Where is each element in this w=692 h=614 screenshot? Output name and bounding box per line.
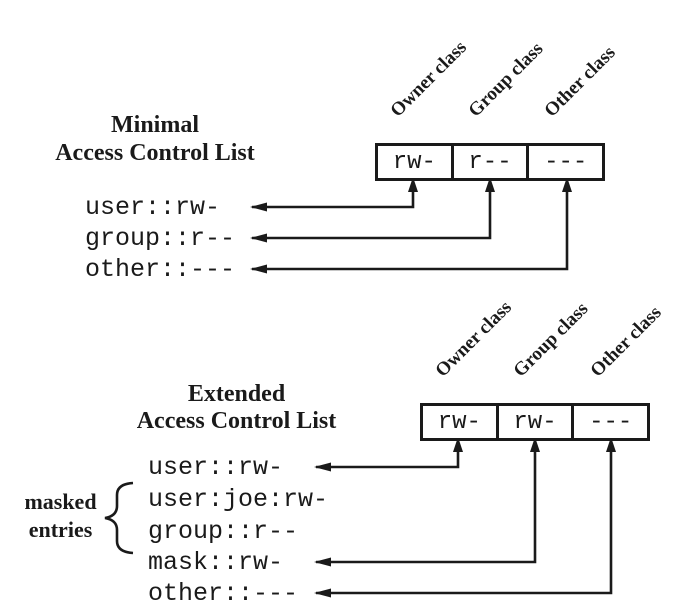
up-arrowhead-icon [530, 437, 540, 452]
minimal-owner-cell: rw- [392, 148, 436, 176]
arrow-minimal-other [250, 177, 572, 274]
extended-title-line2: Access Control List [136, 408, 337, 434]
left-arrowhead-icon [314, 588, 331, 598]
left-arrowhead-icon [314, 557, 331, 567]
arrow-extended-mask [314, 437, 540, 567]
minimal-other-cell: --- [526, 146, 602, 178]
minimal-group-cell: r-- [450, 146, 527, 178]
extended-entry-user-joe: user:joe:rw- [148, 485, 329, 514]
extended-permission-boxes: rw- rw- --- [420, 403, 650, 441]
up-arrowhead-icon [408, 177, 418, 192]
arrow-minimal-group [250, 177, 495, 243]
extended-entry-mask: mask::rw- [148, 548, 284, 577]
minimal-title-line2: Access Control List [55, 140, 255, 166]
left-arrowhead-icon [314, 462, 331, 472]
minimal-permission-boxes: rw- r-- --- [375, 143, 605, 181]
minimal-entry-group: group::r-- [85, 224, 236, 253]
left-arrowhead-icon [250, 202, 267, 212]
extended-entry-group: group::r-- [148, 517, 299, 546]
arrow-extended-user [314, 437, 463, 472]
up-arrowhead-icon [562, 177, 572, 192]
extended-group-cell: rw- [495, 406, 572, 438]
up-arrowhead-icon [606, 437, 616, 452]
up-arrowhead-icon [453, 437, 463, 452]
extended-entry-other: other::--- [148, 579, 299, 608]
masked-entries-label-line1: masked [24, 489, 97, 514]
masked-entries-label-line2: entries [28, 517, 93, 542]
minimal-title-line1: Minimal [111, 112, 199, 138]
extended-other-cell: --- [571, 406, 647, 438]
masked-entries-brace [104, 481, 134, 555]
left-arrowhead-icon [250, 233, 267, 243]
left-arrowhead-icon [250, 264, 267, 274]
extended-title-line1: Extended [187, 381, 286, 407]
minimal-entry-user: user::rw- [85, 193, 221, 222]
minimal-entry-other: other::--- [85, 255, 236, 284]
arrow-extended-other [314, 437, 616, 598]
arrow-minimal-user [250, 177, 418, 212]
extended-owner-cell: rw- [437, 408, 481, 436]
up-arrowhead-icon [485, 177, 495, 192]
extended-entry-user: user::rw- [148, 453, 284, 482]
